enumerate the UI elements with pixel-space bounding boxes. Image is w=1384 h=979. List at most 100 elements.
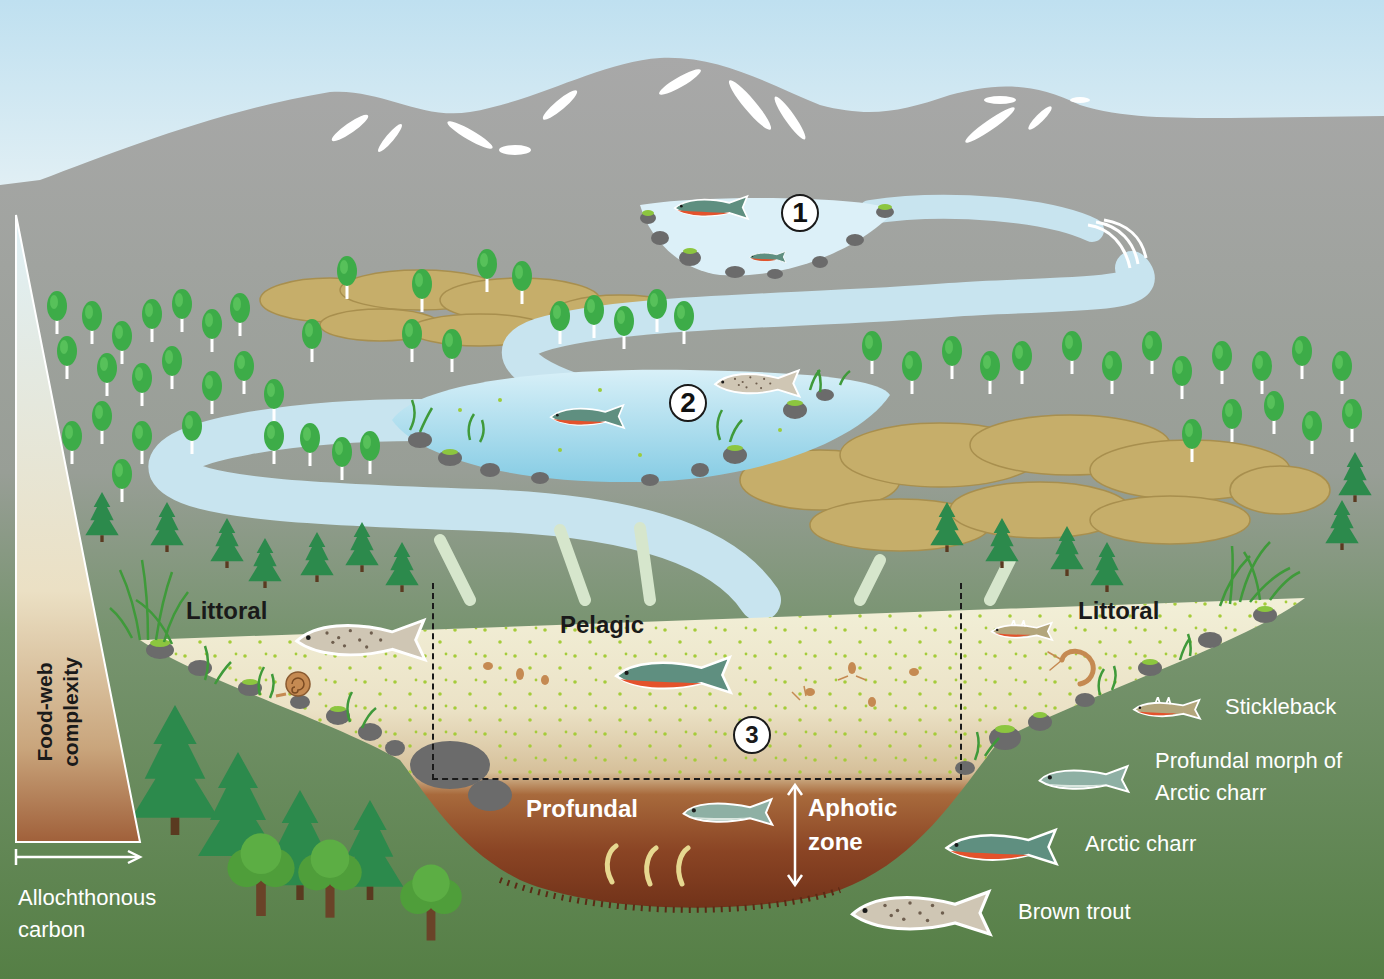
birch-trees-part <box>92 401 112 444</box>
lake-1-part-part <box>878 204 892 210</box>
legend-text: Brown trout <box>1018 899 1131 925</box>
spruce-trees-part <box>1325 500 1358 550</box>
zone-label: Littoral <box>186 597 267 626</box>
birch-trees-part <box>1142 331 1162 374</box>
zooplankton-part <box>516 668 524 680</box>
axis-label: Allochthonous carbon <box>18 882 198 946</box>
birch-trees-part <box>1332 351 1352 394</box>
snow-patches-part <box>499 145 531 155</box>
lake-2-part <box>408 389 834 486</box>
zone-label: Profundal <box>526 795 638 824</box>
legend-text: Arctic charr <box>1085 831 1196 857</box>
lake-2-part-part <box>598 388 602 392</box>
spruce-trees-part <box>1090 542 1123 592</box>
spruce-trees-part <box>400 865 462 941</box>
lake-3-section <box>140 598 1310 910</box>
waterfall-part <box>1088 225 1130 268</box>
birch-trees-part <box>980 351 1000 394</box>
birch-trees-part <box>674 301 694 344</box>
shore-stones-part <box>1198 632 1222 648</box>
lake-2-part-part <box>727 445 743 451</box>
spruce-trees-part <box>150 502 183 552</box>
snow-patches <box>329 66 1090 155</box>
lake-2-part-part <box>723 446 747 464</box>
algae-part <box>150 639 170 647</box>
spruce-trees-part <box>298 839 361 917</box>
callout-circle: 3 <box>733 716 771 754</box>
spruce-trees-part <box>385 542 418 592</box>
snow-patches-part <box>725 77 775 134</box>
lake-3-section-part <box>500 880 840 910</box>
legend-text: Arctic charr <box>1085 831 1196 857</box>
birch-trees-part <box>1252 351 1272 394</box>
shore-stones <box>146 607 1277 811</box>
birch-trees-part <box>862 331 882 374</box>
lake-1-part-part <box>846 234 864 246</box>
shore-stones-part <box>1028 713 1052 731</box>
birch-trees <box>47 249 1362 502</box>
lake-1-part-part <box>651 231 669 245</box>
shore-stones-part <box>1253 607 1277 623</box>
birch-trees-part <box>1264 391 1284 434</box>
legend-fish-part <box>947 830 1057 864</box>
lake-2-part-part <box>408 432 432 448</box>
fish <box>297 196 1053 824</box>
aphotic-arrow-part <box>788 875 802 885</box>
shore-stones-part <box>989 726 1021 750</box>
larvae-part <box>647 848 656 884</box>
mountains-and-land-part <box>0 58 1384 979</box>
snail-part <box>292 678 304 693</box>
lake-2-part-part <box>498 398 502 402</box>
callout-number: 3 <box>745 723 758 747</box>
river-part <box>440 528 1010 600</box>
lake-2-part-part <box>442 449 458 455</box>
birch-trees-part <box>112 459 132 502</box>
legend-text: Brown trout <box>1018 899 1131 925</box>
spruce-trees-part <box>248 538 281 588</box>
birch-trees-part <box>337 256 357 299</box>
fish-part <box>297 620 425 660</box>
algae-part <box>1033 712 1047 718</box>
shore-stones-part <box>385 740 405 756</box>
shrimp <box>1048 651 1093 684</box>
waterfall <box>1088 220 1146 268</box>
fish-part <box>992 620 1052 640</box>
spruce-trees-part <box>345 522 378 572</box>
river-part <box>870 207 1092 230</box>
snail-part <box>276 694 286 696</box>
zone-label: Profundal <box>526 795 638 824</box>
zone-label: Littoral <box>186 597 267 626</box>
lake-2-part <box>442 400 803 455</box>
shore-stones-part <box>955 761 975 775</box>
birch-trees-part <box>62 421 82 464</box>
snow-patches-part <box>1070 97 1090 103</box>
spruce-trees <box>85 452 1371 941</box>
birch-trees-part <box>162 346 182 389</box>
lake-3-section-part <box>140 598 1310 780</box>
reeds-and-plants <box>110 542 1300 760</box>
fish-part <box>551 405 624 428</box>
shore-stones-part <box>1138 660 1162 676</box>
lake-1-part-part <box>642 210 654 216</box>
spruce-trees-part <box>227 833 294 916</box>
snail-part <box>286 672 310 696</box>
shrimp-part <box>1048 652 1062 670</box>
aphotic-arrow <box>788 785 802 885</box>
legend-text: Stickleback <box>1225 694 1336 720</box>
waterfall-part <box>1096 222 1138 264</box>
birch-trees-part <box>1342 399 1362 442</box>
snow-patches-part <box>657 66 704 99</box>
axis-label: Food-web complexity <box>32 632 84 792</box>
zone-label: Aphotic zone <box>808 791 928 859</box>
birch-trees-part <box>442 329 462 372</box>
birch-trees-part <box>1012 341 1032 384</box>
lake-2-part <box>392 370 890 482</box>
algae-part <box>330 706 346 712</box>
spruce-trees-part <box>930 502 963 552</box>
snow-patches-part <box>771 94 809 142</box>
birch-trees-part <box>402 319 422 362</box>
algae-part <box>242 679 258 685</box>
algae-part <box>1142 659 1158 665</box>
birch-trees-part <box>584 295 604 338</box>
zooplankton-part <box>483 662 493 670</box>
